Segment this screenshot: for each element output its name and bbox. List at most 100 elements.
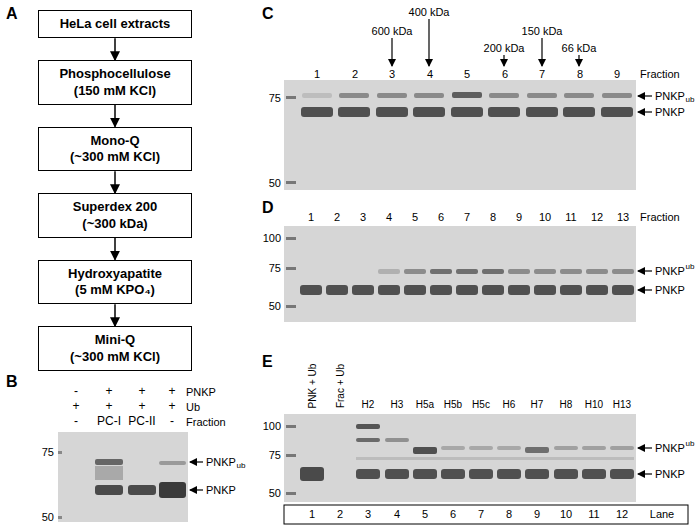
condition-mark: + (168, 385, 175, 398)
panel-letter: E (262, 353, 273, 371)
step-name: Superdex 200 (43, 199, 187, 215)
step-name: Phosphocellulose (43, 66, 187, 82)
lane-header: H6 (503, 399, 516, 410)
fraction-number: 4 (427, 68, 433, 80)
lane-header: H2 (362, 399, 375, 410)
fraction-number: 10 (539, 211, 551, 223)
axis-title: Lane (650, 508, 674, 520)
blot-c (284, 19, 652, 190)
band-label: PNKP (655, 442, 685, 454)
blot-b (58, 432, 203, 522)
process-box: Mini-Q(~300 mM KCl) (38, 326, 192, 371)
condition-mark: - (74, 415, 78, 428)
band-label: ub (685, 263, 694, 272)
fraction-number: 8 (577, 68, 583, 80)
row-name: PNKP (186, 386, 216, 398)
fraction-number: 2 (352, 68, 358, 80)
fraction-number: 4 (386, 211, 392, 223)
flow-arrow (114, 171, 116, 193)
step-condition: (~300 kDa) (43, 216, 187, 232)
process-box: Superdex 200(~300 kDa) (38, 193, 192, 238)
lane-number: 8 (506, 508, 512, 520)
fraction-number: 9 (516, 211, 522, 223)
band-label: PNKP (655, 284, 685, 296)
axis-title: Fraction (640, 68, 680, 80)
fraction-number: 3 (389, 68, 395, 80)
lane-header: H3 (391, 399, 404, 410)
lane-header: H5a (416, 399, 434, 410)
band-label: PNKP (655, 468, 685, 480)
step-condition: (5 mM KPO₄) (43, 282, 187, 298)
lane-number: 1 (309, 508, 315, 520)
band-label: PNKP (655, 90, 685, 102)
row-name: Fraction (186, 416, 226, 428)
fraction-number: 5 (464, 68, 470, 80)
process-box: Hydroxyapatite(5 mM KPO₄) (38, 260, 192, 305)
lane-header: H5b (444, 399, 462, 410)
flow-arrow (114, 238, 116, 260)
step-condition: (150 mM KCl) (43, 83, 187, 99)
size-standard: 400 kDa (409, 6, 450, 18)
axis-title: Fraction (640, 211, 680, 223)
condition-mark: + (105, 400, 112, 413)
blot-d (284, 226, 652, 322)
band-label: ub (685, 440, 694, 449)
condition-mark: + (138, 400, 145, 413)
size-marker: 75 (269, 449, 281, 461)
lane-number: 9 (534, 508, 540, 520)
band-label: ub (685, 96, 694, 105)
step-name: HeLa cell extracts (43, 16, 187, 32)
lane-number: 10 (560, 508, 572, 520)
fraction-number: 9 (614, 68, 620, 80)
fraction-number: 5 (412, 211, 418, 223)
lane-number: 11 (588, 508, 599, 520)
condition-mark: + (138, 385, 145, 398)
size-marker: 75 (269, 262, 281, 274)
lane-header: H8 (560, 399, 573, 410)
condition-mark: + (105, 385, 112, 398)
size-marker: 50 (269, 300, 281, 312)
fraction-number: 11 (565, 211, 576, 223)
step-condition: (~300 mM KCl) (43, 349, 187, 365)
lane-number: 4 (394, 508, 400, 520)
size-marker: 75 (269, 92, 281, 104)
lane-number: 5 (422, 508, 428, 520)
condition-mark: PC-II (128, 415, 155, 428)
size-marker: 100 (263, 232, 281, 244)
panel-letter: A (6, 5, 18, 23)
size-marker: 50 (42, 511, 54, 523)
fraction-number: 8 (490, 211, 496, 223)
lane-header: Frac + Ub (335, 364, 346, 408)
step-name: Mono-Q (43, 133, 187, 149)
fraction-number: 13 (617, 211, 629, 223)
lane-header: H7 (531, 399, 544, 410)
fraction-number: 6 (502, 68, 508, 80)
fraction-number: 7 (464, 211, 470, 223)
lane-header: H5c (472, 399, 490, 410)
blot-e (284, 414, 688, 524)
fraction-number: 7 (539, 68, 545, 80)
condition-mark: PC-I (97, 415, 121, 428)
step-condition: (~300 mM KCl) (43, 149, 187, 165)
lane-header: PNK + Ub (307, 364, 318, 409)
fraction-number: 6 (438, 211, 444, 223)
size-marker: 50 (269, 177, 281, 189)
fraction-number: 2 (334, 211, 340, 223)
process-box: Phosphocellulose(150 mM KCl) (38, 60, 192, 105)
condition-mark: + (168, 400, 175, 413)
fraction-number: 1 (308, 211, 314, 223)
lane-header: H13 (613, 399, 631, 410)
step-name: Hydroxyapatite (43, 266, 187, 282)
size-marker: 100 (263, 420, 281, 432)
size-standard: 200 kDa (484, 42, 525, 54)
size-standard: 150 kDa (522, 25, 563, 37)
band-label: ub (236, 462, 245, 471)
flow-arrow (114, 38, 116, 60)
size-marker: 50 (269, 487, 281, 499)
condition-mark: - (170, 415, 174, 428)
band-label: PNKP (206, 456, 236, 468)
lane-number: 3 (365, 508, 371, 520)
band-label: PNKP (655, 265, 685, 277)
panel-letter: D (262, 199, 274, 217)
lane-number: 7 (478, 508, 484, 520)
